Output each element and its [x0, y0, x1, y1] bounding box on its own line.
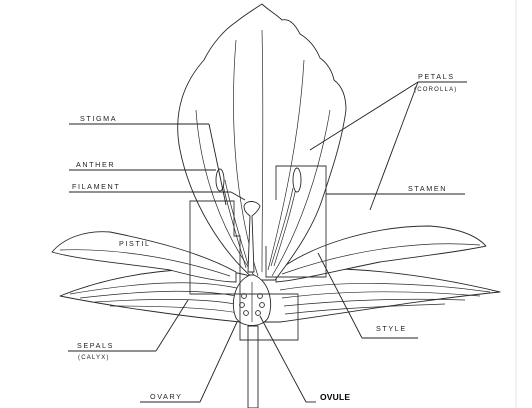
right-anther	[292, 167, 302, 193]
label-stigma: STIGMA	[80, 114, 117, 123]
pistil-box	[189, 200, 299, 341]
label-ovary: OVARY	[150, 392, 183, 401]
back-petal-drawing	[177, 3, 347, 281]
stem-drawing	[247, 325, 259, 408]
label-ovule: OVULE	[320, 392, 350, 402]
leader-lines	[68, 81, 467, 403]
ovule-3	[243, 310, 249, 316]
label-style: STYLE	[376, 324, 407, 333]
label-filament: FILAMENT	[72, 182, 120, 191]
label-sepals: SEPALS	[77, 341, 114, 350]
label-anther: ANTHER	[76, 160, 115, 169]
stamens-drawing	[215, 167, 302, 269]
pistil-drawing	[232, 201, 272, 326]
ovule-6	[255, 310, 261, 316]
label-stamen: STAMEN	[408, 184, 447, 193]
label-petals: PETALS	[418, 72, 455, 81]
labels: PETALS (COROLLA) STIGMA ANTHER FILAMENT …	[72, 72, 457, 402]
ovule-5	[259, 302, 265, 308]
label-pistil: PISTIL	[119, 239, 151, 248]
stamen-box	[265, 165, 327, 278]
label-corolla: (COROLLA)	[414, 87, 457, 93]
label-calyx: (CALYX)	[78, 355, 110, 361]
